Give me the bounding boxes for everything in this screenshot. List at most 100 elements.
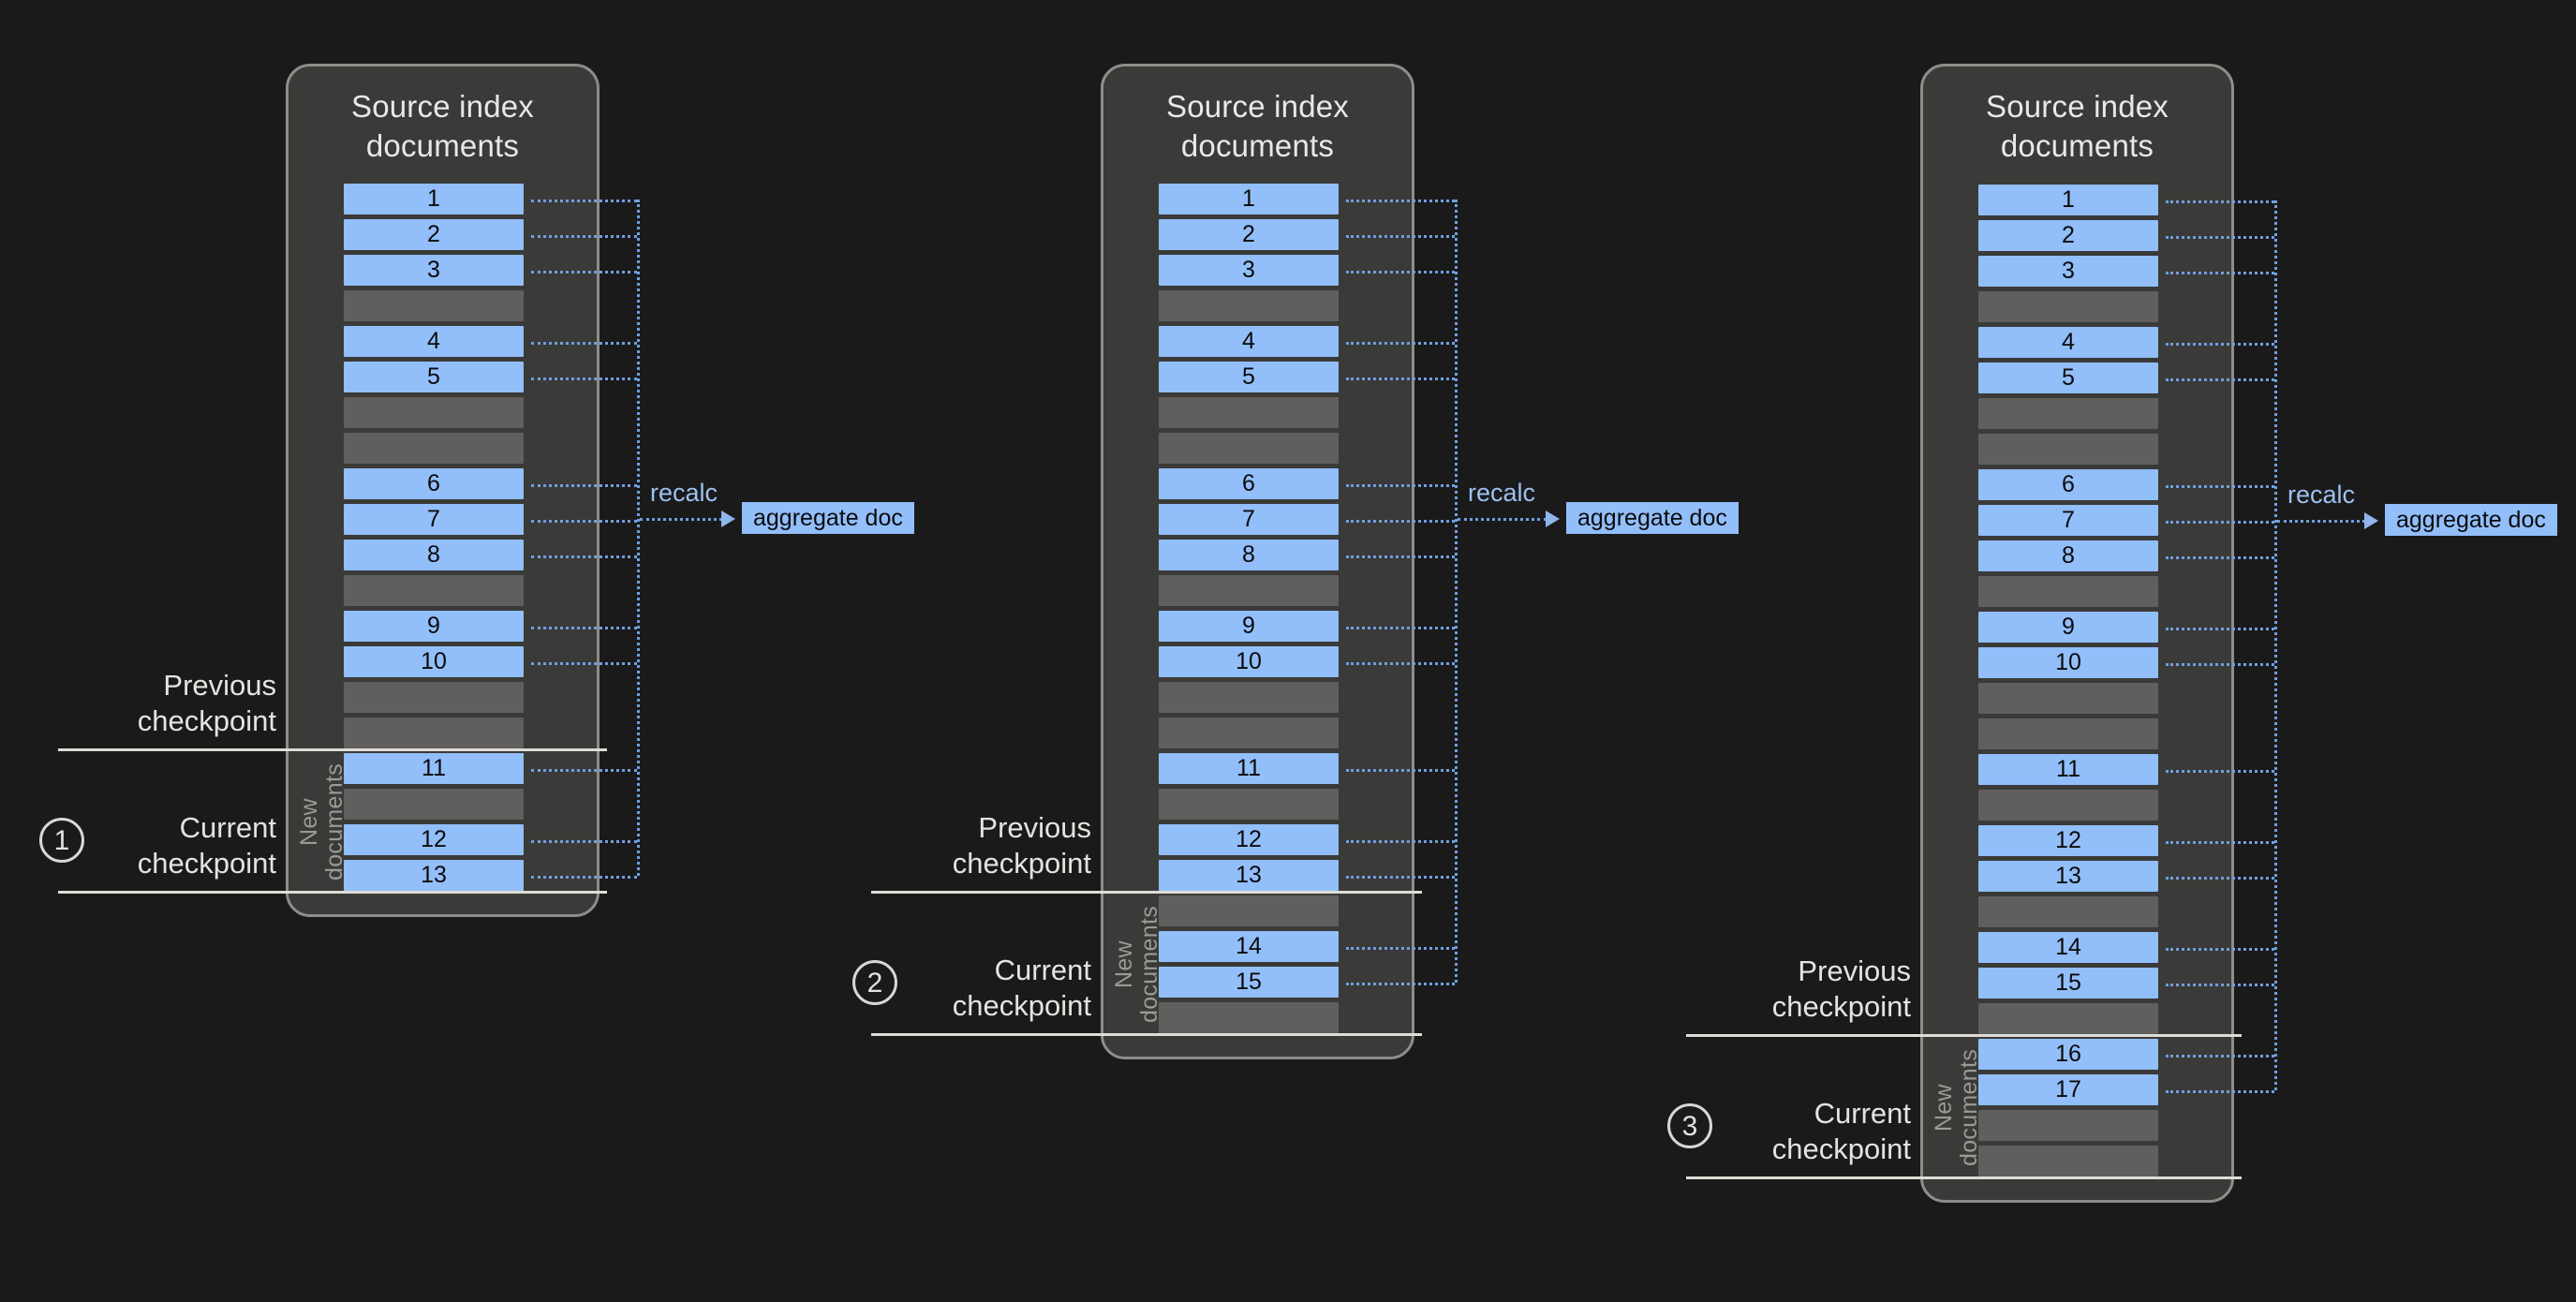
row-connector xyxy=(2166,947,2274,951)
row-connector xyxy=(531,483,637,487)
document-row-label: 5 xyxy=(427,363,440,390)
document-row: 8 xyxy=(344,540,524,570)
document-row: 8 xyxy=(1159,540,1339,570)
row-connector xyxy=(531,626,637,629)
empty-row xyxy=(1159,433,1339,464)
document-row-label: 12 xyxy=(421,826,447,852)
empty-row xyxy=(344,575,524,606)
aggregate-doc-box-3: aggregate doc xyxy=(2385,504,2557,536)
recalc-arrow-head-2 xyxy=(1546,510,1560,527)
document-row: 5 xyxy=(344,362,524,392)
current-checkpoint-line-2 xyxy=(871,1033,1422,1036)
document-row-label: 14 xyxy=(2055,934,2081,960)
current-checkpoint-label-3: Current checkpoint xyxy=(1771,1097,1911,1165)
document-row: 9 xyxy=(1159,611,1339,642)
document-row: 11 xyxy=(1159,753,1339,784)
document-row: 14 xyxy=(1978,932,2158,963)
document-row: 8 xyxy=(1978,540,2158,571)
document-row: 13 xyxy=(1159,860,1339,891)
document-row-label: 4 xyxy=(1242,328,1255,354)
document-row: 6 xyxy=(1159,468,1339,499)
empty-row xyxy=(344,433,524,464)
row-connector xyxy=(2166,983,2274,986)
document-row: 15 xyxy=(1978,968,2158,999)
aggregate-doc-box-2: aggregate doc xyxy=(1566,502,1739,534)
current-checkpoint-line-3 xyxy=(1686,1176,2242,1179)
row-connector xyxy=(531,661,637,665)
document-row-label: 8 xyxy=(2062,542,2075,569)
empty-row xyxy=(1978,291,2158,322)
document-row: 1 xyxy=(1978,185,2158,215)
document-row: 12 xyxy=(1978,825,2158,856)
document-row: 13 xyxy=(1978,861,2158,892)
row-connector xyxy=(1346,839,1455,843)
document-row: 11 xyxy=(344,753,524,784)
row-connector xyxy=(531,519,637,523)
row-connector xyxy=(1346,270,1455,274)
document-row: 6 xyxy=(1978,469,2158,500)
new-documents-label-2: New documents xyxy=(1111,906,1162,1023)
document-row-label: 7 xyxy=(427,506,440,532)
document-row-label: 7 xyxy=(1242,506,1255,532)
document-row: 4 xyxy=(1978,327,2158,358)
row-connector xyxy=(531,234,637,238)
row-connector xyxy=(531,768,637,772)
document-row-label: 15 xyxy=(2055,969,2081,996)
document-row-label: 8 xyxy=(1242,541,1255,568)
document-row-label: 1 xyxy=(2062,186,2075,213)
empty-row xyxy=(1159,290,1339,321)
empty-row xyxy=(1159,397,1339,428)
document-row: 10 xyxy=(1159,646,1339,677)
empty-row xyxy=(1978,683,2158,714)
document-row-label: 4 xyxy=(2062,329,2075,355)
recalc-arrow-line-1 xyxy=(640,518,722,521)
document-row: 5 xyxy=(1159,362,1339,392)
document-row: 9 xyxy=(344,611,524,642)
row-connector xyxy=(2166,520,2274,524)
empty-row xyxy=(1978,1146,2158,1176)
previous-checkpoint-line-2 xyxy=(871,891,1422,894)
document-row: 2 xyxy=(1978,220,2158,251)
document-row: 3 xyxy=(344,255,524,286)
empty-row xyxy=(1159,718,1339,748)
document-row-label: 7 xyxy=(2062,507,2075,533)
panel-title-2: Source index documents xyxy=(1165,89,1350,163)
panel-title-3: Source index documents xyxy=(1985,89,2169,163)
document-row-label: 11 xyxy=(1236,755,1261,781)
empty-row xyxy=(344,290,524,321)
aggregation-bus-2 xyxy=(1455,199,1458,983)
document-row-label: 4 xyxy=(427,328,440,354)
empty-row xyxy=(344,397,524,428)
empty-row xyxy=(344,682,524,713)
empty-row xyxy=(1978,1003,2158,1034)
document-row-label: 12 xyxy=(2055,827,2081,853)
document-row-label: 8 xyxy=(427,541,440,568)
row-connector xyxy=(1346,982,1455,985)
row-connector xyxy=(531,875,637,879)
row-connector xyxy=(2166,1089,2274,1093)
empty-row xyxy=(1978,790,2158,821)
recalc-label-2: recalc xyxy=(1468,479,1536,507)
document-row-label: 2 xyxy=(1242,221,1255,247)
row-connector xyxy=(1346,377,1455,380)
document-row-label: 15 xyxy=(1236,969,1262,995)
empty-row xyxy=(1159,682,1339,713)
current-checkpoint-label-1: Current checkpoint xyxy=(137,811,276,880)
document-row: 3 xyxy=(1159,255,1339,286)
document-row: 10 xyxy=(344,646,524,677)
row-connector xyxy=(1346,199,1455,202)
row-connector xyxy=(531,555,637,558)
empty-row xyxy=(1978,896,2158,927)
document-row-label: 2 xyxy=(427,221,440,247)
empty-row xyxy=(1159,1002,1339,1033)
row-connector xyxy=(1346,626,1455,629)
empty-row xyxy=(1978,718,2158,749)
recalc-arrow-line-2 xyxy=(1458,518,1547,521)
document-row: 14 xyxy=(1159,931,1339,962)
empty-row xyxy=(344,789,524,820)
document-row: 1 xyxy=(344,184,524,215)
empty-row xyxy=(1159,575,1339,606)
aggregate-doc-box-1: aggregate doc xyxy=(742,502,914,534)
document-row-label: 12 xyxy=(1236,826,1262,852)
row-connector xyxy=(2166,377,2274,381)
